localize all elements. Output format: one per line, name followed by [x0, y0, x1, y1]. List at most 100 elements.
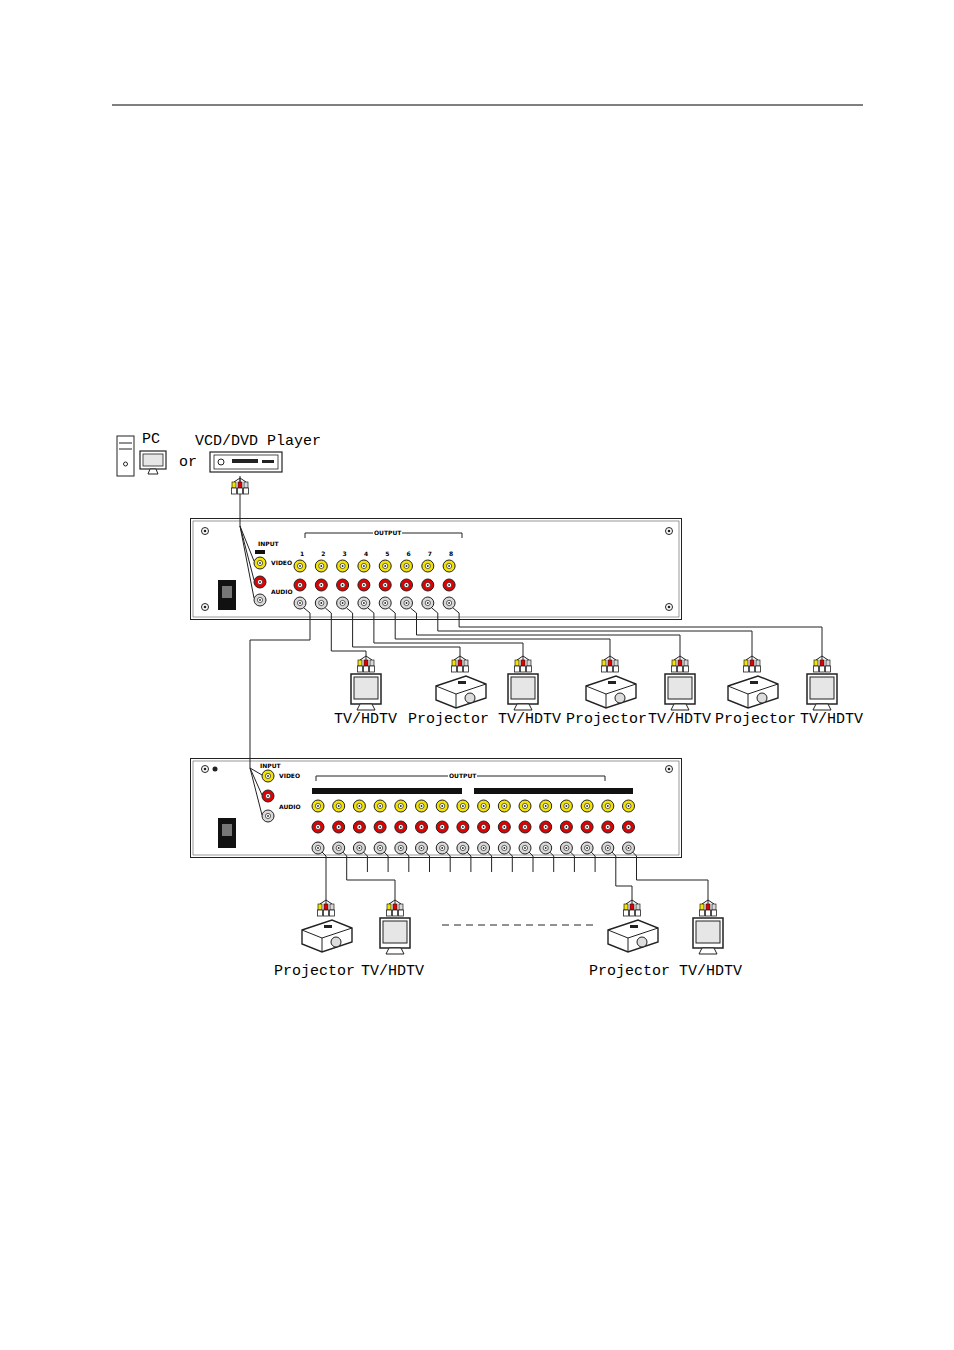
- rca-jack: [602, 800, 614, 812]
- rca-jack: [294, 579, 306, 591]
- rca-jack: [379, 847, 381, 849]
- rca-jack: [379, 805, 381, 807]
- rca-jack: [384, 602, 386, 604]
- rca-jack: [540, 800, 552, 812]
- wire: [250, 768, 262, 815]
- rca-jack: [626, 845, 631, 850]
- tv-icon: [511, 677, 535, 699]
- rca-jack: [262, 790, 274, 802]
- rca-jack: [421, 847, 423, 849]
- rca-plug: [814, 660, 818, 666]
- rca-plug: [324, 910, 329, 916]
- rca-jack: [522, 845, 527, 850]
- projector-lens: [637, 937, 647, 947]
- pc-monitor: [140, 451, 166, 469]
- rca-jack: [257, 579, 262, 584]
- rca-jack: [545, 847, 547, 849]
- rca-jack: [378, 845, 383, 850]
- rca-jack: [383, 600, 388, 605]
- rca-jack: [524, 805, 526, 807]
- plug-wire: [366, 656, 372, 660]
- rca-plug: [826, 660, 830, 666]
- rca-jack: [443, 560, 455, 572]
- rca-jack: [319, 600, 324, 605]
- rca-jack: [401, 579, 413, 591]
- distribution-amplifier: INPUTVIDEOAUDIOOUTPUT12345678: [190, 518, 682, 620]
- rca-jack: [460, 824, 465, 829]
- rca-jack: [400, 805, 402, 807]
- rca-jack: [564, 824, 569, 829]
- rca-jack: [361, 582, 366, 587]
- rca-jack: [447, 563, 452, 568]
- rca-jack: [363, 565, 365, 567]
- rca-plug: [330, 910, 335, 916]
- projector-lens: [615, 693, 625, 703]
- rca-jack: [312, 800, 324, 812]
- rca-jack: [401, 579, 413, 591]
- rca-jack: [419, 824, 424, 829]
- rca-jack: [398, 845, 403, 850]
- rca-jack: [545, 805, 547, 807]
- plug-wire: [604, 656, 610, 660]
- panel-label: INPUT: [257, 541, 280, 547]
- rca-plug: [324, 904, 328, 910]
- projector-icon: [728, 684, 778, 708]
- rca-plug: [608, 660, 612, 666]
- rca-jack: [462, 847, 464, 849]
- panel-label: VIDEO: [278, 773, 301, 779]
- rca-jack: [564, 803, 569, 808]
- rca-jack: [336, 824, 341, 829]
- rca-jack: [436, 800, 448, 812]
- power-socket: [218, 580, 236, 610]
- rca-plug: [330, 904, 334, 910]
- rca-plug: [684, 666, 689, 672]
- rca-jack: [315, 579, 327, 591]
- rca-jack: [404, 582, 409, 587]
- rca-jack: [312, 800, 324, 812]
- tv-icon: [354, 677, 378, 699]
- av-cable: [637, 858, 709, 900]
- projector-icon: [608, 920, 658, 952]
- mount-hole: [204, 768, 207, 771]
- rca-jack: [257, 597, 262, 602]
- rca-jack: [359, 847, 361, 849]
- plug-wire: [626, 900, 632, 904]
- rca-jack: [522, 824, 527, 829]
- rca-jack: [319, 582, 324, 587]
- rca-jack: [254, 557, 266, 569]
- rca-jack: [427, 565, 429, 567]
- rca-jack: [315, 824, 320, 829]
- rca-jack: [425, 563, 430, 568]
- rca-jack: [401, 560, 413, 572]
- rca-jack: [297, 563, 302, 568]
- projector-icon: [630, 925, 638, 928]
- av-cable: [374, 620, 523, 656]
- rca-jack: [342, 565, 344, 567]
- projector-icon: [608, 928, 658, 952]
- jack-lead: [529, 852, 533, 872]
- rca-jack: [585, 845, 590, 850]
- mount-hole: [202, 766, 209, 773]
- rca-jack: [478, 821, 490, 833]
- rca-jack: [607, 847, 609, 849]
- av-cable: [331, 620, 366, 656]
- rca-jack: [422, 597, 434, 609]
- rca-jack: [503, 847, 505, 849]
- rca-plug: [527, 660, 531, 666]
- rca-jack: [419, 803, 424, 808]
- projector-lens: [757, 693, 767, 703]
- rca-jack: [374, 800, 386, 812]
- rca-jack: [422, 579, 434, 591]
- plug-wire: [360, 656, 366, 660]
- rca-jack: [317, 805, 319, 807]
- plug-wire: [326, 900, 332, 904]
- pc-tower: [119, 443, 132, 444]
- tv-display: TV/HDTV: [798, 656, 866, 728]
- rca-jack: [581, 821, 593, 833]
- rca-jack: [404, 600, 409, 605]
- rca-plug: [614, 666, 619, 672]
- rca-jack: [254, 594, 266, 606]
- rca-jack: [317, 847, 319, 849]
- distribution-amplifier: INPUTVIDEOAUDIOOUTPUT: [190, 758, 682, 858]
